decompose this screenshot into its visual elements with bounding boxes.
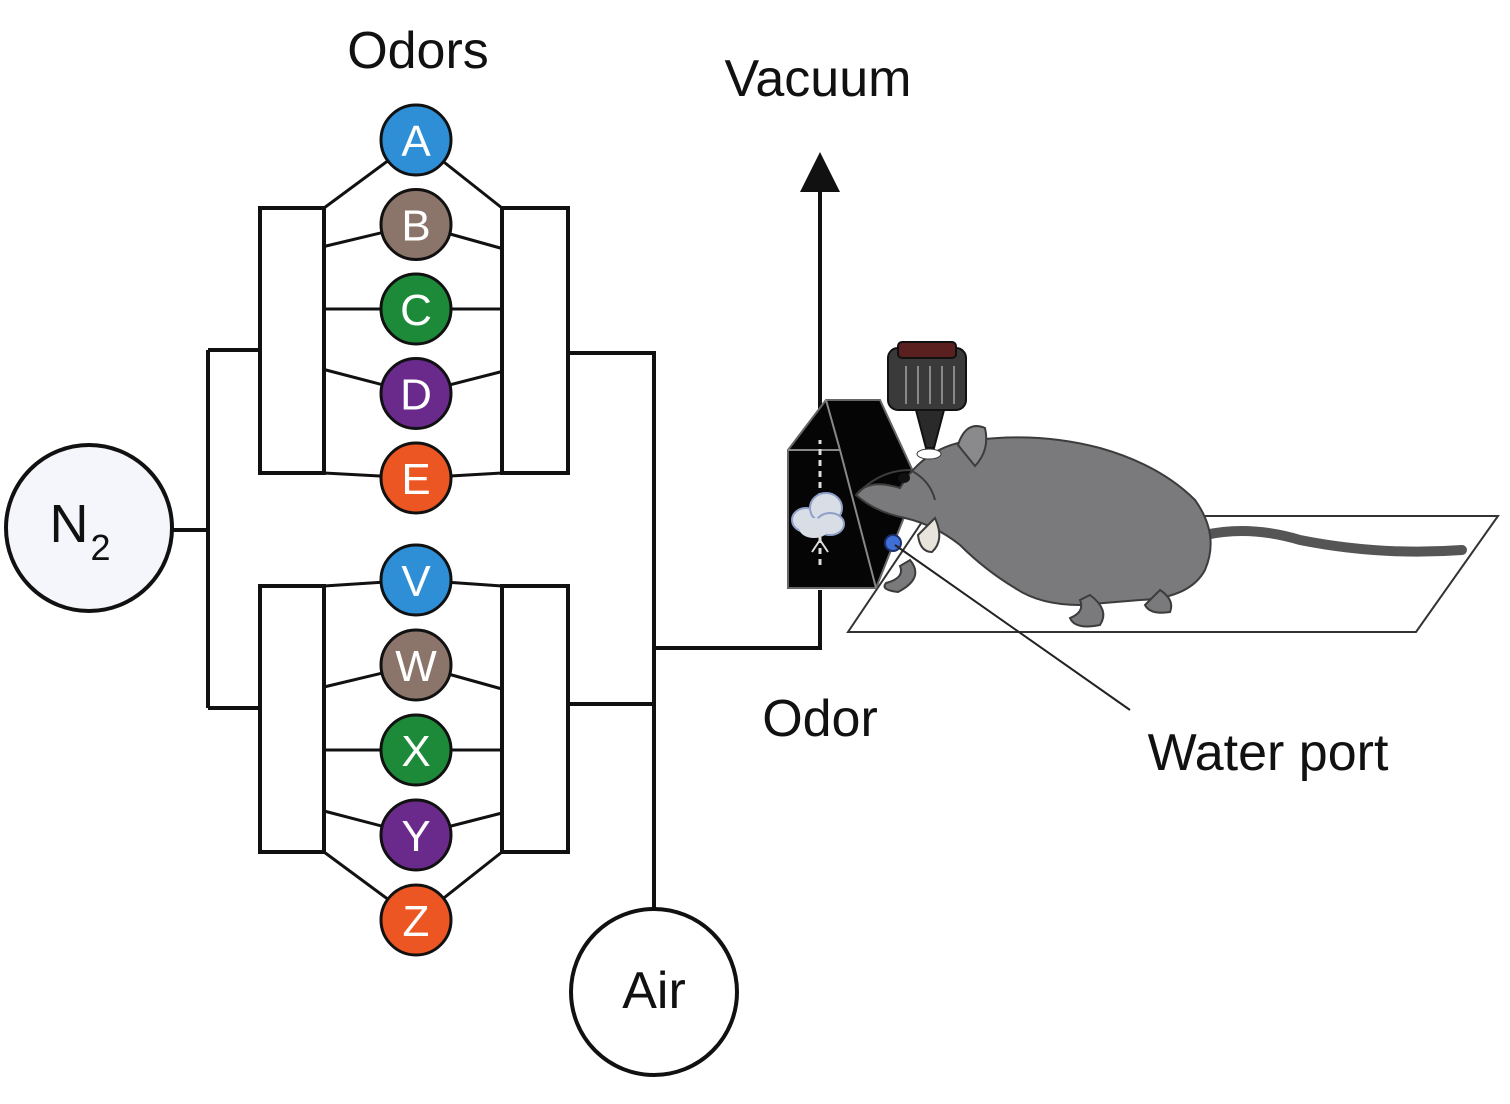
odor-valve-circle: [379, 441, 453, 515]
odor-valve-e: E: [379, 441, 453, 515]
n2-label: N2: [49, 494, 110, 568]
vacuum-label: Vacuum: [725, 50, 912, 108]
upper-outlet-manifold: [500, 206, 570, 475]
odor-valve-circle: [379, 883, 453, 957]
odor-valve-c: C: [379, 272, 453, 346]
lower-inlet-manifold: [258, 584, 326, 854]
n2-source-circle: [4, 443, 174, 613]
odor-valve-letter: A: [401, 117, 431, 166]
rat-illustration: [854, 425, 1212, 628]
odor-valve-b: B: [379, 188, 453, 261]
odor-valve-x: X: [379, 713, 453, 787]
upper-inlet-manifold: [258, 206, 326, 475]
odor-valve-letter: D: [400, 371, 432, 420]
n2-label-subscript: 2: [90, 527, 110, 568]
odor-valve-circle: [379, 188, 453, 261]
odor-valve-letter: V: [401, 557, 431, 606]
lower-outlet-manifold: [500, 584, 570, 854]
odor-valve-letter: Y: [401, 812, 430, 861]
head-mounted-camera: [887, 341, 967, 460]
odor-valve-w: W: [379, 628, 453, 702]
odor-valve-circle: [379, 628, 453, 702]
odor-valve-letter: C: [400, 286, 432, 335]
odor-delivery-line: [654, 590, 822, 650]
odor-valve-circle: [379, 543, 453, 617]
air-label: Air: [622, 962, 686, 1020]
odor-valve-letter: Z: [403, 897, 430, 946]
odor-label: Odor: [762, 690, 878, 748]
n2-label-base: N: [49, 494, 88, 554]
odor-valve-d: D: [379, 357, 453, 430]
odor-valve-y: Y: [379, 798, 453, 872]
odor-cloud-icon: [791, 492, 845, 538]
odor-valve-circle: [379, 798, 453, 872]
mixed-output-line: [568, 351, 656, 908]
odor-valve-letter: E: [401, 455, 430, 504]
odor-valve-circle: [379, 357, 453, 430]
rat-tail: [1200, 526, 1467, 557]
odor-valve-v: V: [379, 543, 453, 617]
air-source-circle: [569, 907, 739, 1077]
water-port-label: Water port: [1148, 724, 1389, 782]
odor-valve-z: Z: [379, 883, 453, 957]
odor-valve-circle: [379, 713, 453, 787]
odor-valve-letter: W: [395, 642, 437, 691]
odor-valve-letter: B: [401, 202, 430, 251]
water-port-pointer-line: [894, 544, 1131, 711]
odor-valve-letter: X: [401, 727, 430, 776]
odor-valve-circle: [379, 272, 453, 346]
odor-valve-a: A: [379, 103, 453, 177]
odors-title: Odors: [347, 22, 489, 80]
odor-valve-circle: [379, 103, 453, 177]
